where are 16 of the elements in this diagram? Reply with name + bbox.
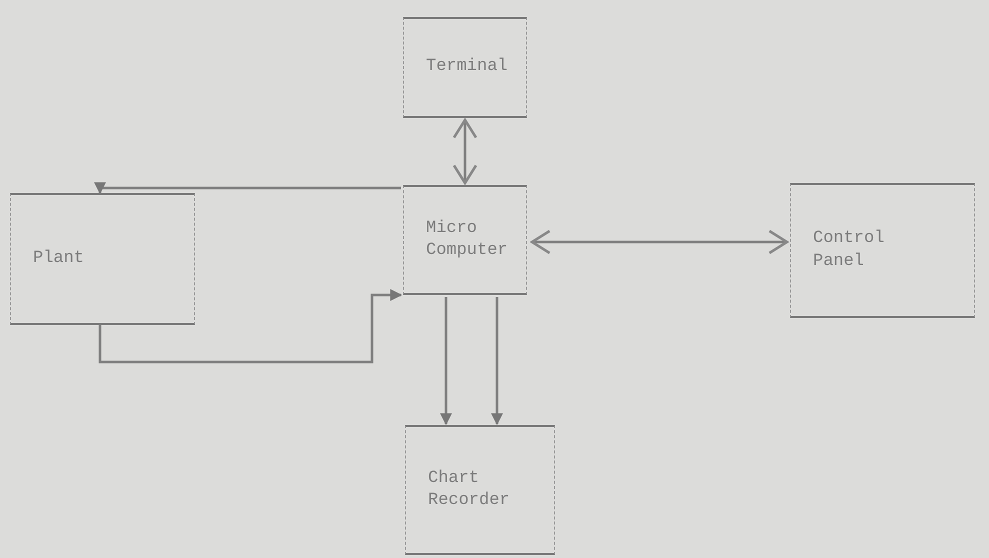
- arrow: [440, 297, 452, 426]
- arrow: [94, 182, 401, 194]
- block-label: Chart Recorder: [428, 468, 511, 512]
- double-arrow: [452, 118, 478, 184]
- arrow: [98, 289, 402, 364]
- block-box: [405, 425, 555, 555]
- block-label: Terminal: [426, 56, 509, 78]
- block-box: [403, 17, 527, 118]
- block-label: Micro Computer: [426, 218, 509, 262]
- block-box: [10, 193, 195, 325]
- arrow: [491, 297, 503, 426]
- block-box: [403, 185, 527, 295]
- double-arrow: [530, 230, 788, 254]
- block-label: Plant: [33, 248, 86, 270]
- block-label: Control Panel: [813, 228, 886, 272]
- block-box: [790, 183, 975, 318]
